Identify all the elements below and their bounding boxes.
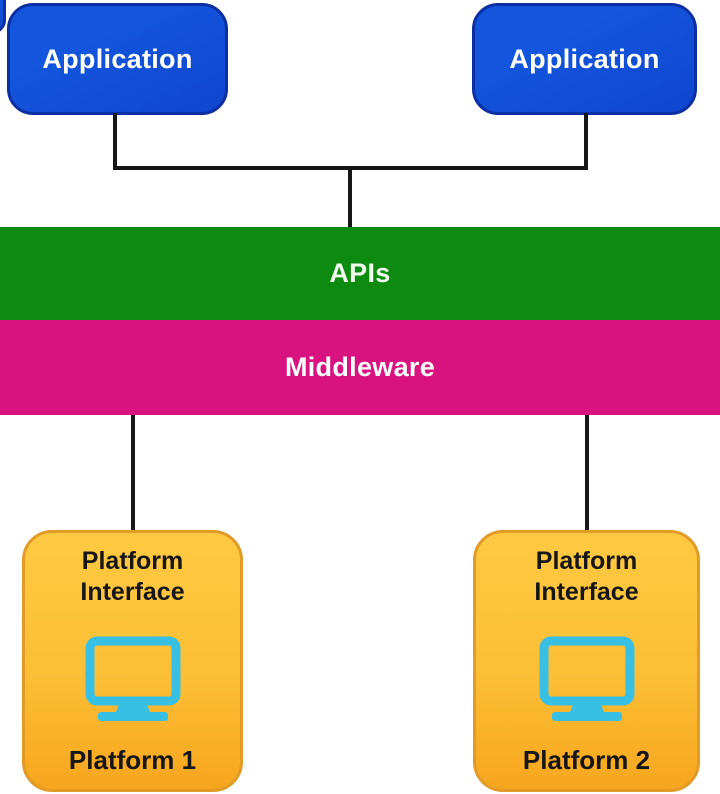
middleware-label: Middleware xyxy=(284,352,436,382)
platform2-title-line2: Interface xyxy=(534,578,639,606)
platform2-caption: Platform 2 xyxy=(522,745,651,775)
application-1-label: Application xyxy=(42,43,193,74)
application-box-2: Application xyxy=(472,3,697,115)
platform1-caption: Platform 1 xyxy=(68,745,197,775)
application-box-cutoff xyxy=(0,0,6,34)
monitor-icon xyxy=(539,636,635,724)
application-box-1: Application xyxy=(7,3,228,115)
application-2-label: Application xyxy=(509,43,660,74)
connector-application1-drop xyxy=(113,113,117,169)
connector-to-platform2 xyxy=(585,413,589,531)
middleware-layer-bar: Middleware xyxy=(0,320,720,415)
apis-label: APIs xyxy=(329,258,391,288)
connector-to-platform1 xyxy=(131,413,135,531)
connector-application2-drop xyxy=(584,113,588,169)
platform1-title: Platform Interface xyxy=(80,546,184,608)
platform1-title-line1: Platform xyxy=(81,547,184,575)
connector-to-apis xyxy=(348,166,352,227)
monitor-icon xyxy=(85,636,181,724)
apis-layer-bar: APIs xyxy=(0,227,720,320)
platform-interface-box-1: Platform Interface Platform 1 xyxy=(22,530,243,792)
platform2-title: Platform Interface xyxy=(534,546,638,608)
platform-interface-box-2: Platform Interface Platform 2 xyxy=(473,530,700,792)
platform1-title-line2: Interface xyxy=(80,578,185,606)
platform2-title-line1: Platform xyxy=(535,547,638,575)
